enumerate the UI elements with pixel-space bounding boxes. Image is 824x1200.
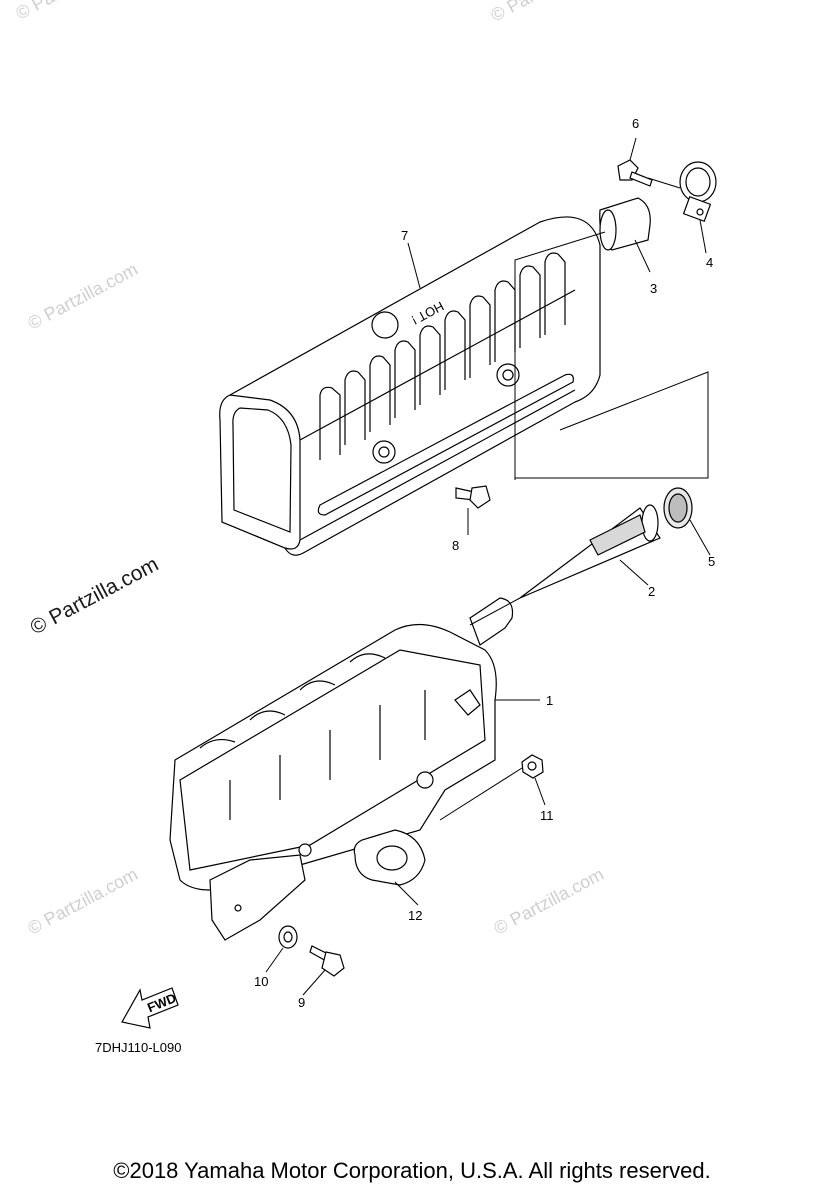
muffler-ribs [199,653,481,820]
callout-1: 1 [546,693,553,708]
callout-2: 2 [648,584,655,599]
part-6-bolt [617,159,653,187]
cover-ribs [319,252,566,460]
part-10-washer [278,925,298,949]
assembly-lines [439,177,709,821]
callout-8: 8 [452,538,459,553]
part-12-gasket [353,829,426,886]
watermark-mid-left: © Partzilla.com [24,259,140,334]
part-4-clamp [679,161,717,222]
callout-4: 4 [706,255,713,270]
callout-3: 3 [650,281,657,296]
part-7-heat-cover [219,216,601,556]
watermark-low-left: © Partzilla.com [24,864,140,939]
callout-10: 10 [254,974,268,989]
leader-lines [265,137,711,996]
diagram-code: 7DHJ110-L090 [95,1040,182,1055]
part-2-spark-arrester [519,504,661,599]
watermark-low-right: © Partzilla.com [490,864,606,939]
part-8-bolt [455,485,491,509]
callouts: 7 6 4 3 8 5 2 1 11 12 10 9 [254,116,715,1010]
callout-12: 12 [408,908,422,923]
callout-9: 9 [298,995,305,1010]
fwd-arrow-icon [121,987,179,1029]
part-3-outlet-pipe [599,197,651,251]
part-1-muffler [169,597,514,941]
callout-11: 11 [540,808,554,823]
watermark-top-right: © Partzilla.com [487,0,603,26]
watermark-top-left: © Partzilla.com [12,0,128,24]
copyright-footer: ©2018 Yamaha Motor Corporation, U.S.A. A… [113,1158,711,1183]
callout-7: 7 [401,228,408,243]
part-5-screen [663,487,693,529]
callout-5: 5 [708,554,715,569]
callout-6: 6 [632,116,639,131]
part-9-bolt [309,945,345,977]
part-11-nut [521,754,544,779]
watermark-main: © Partzilla.com [27,553,163,640]
